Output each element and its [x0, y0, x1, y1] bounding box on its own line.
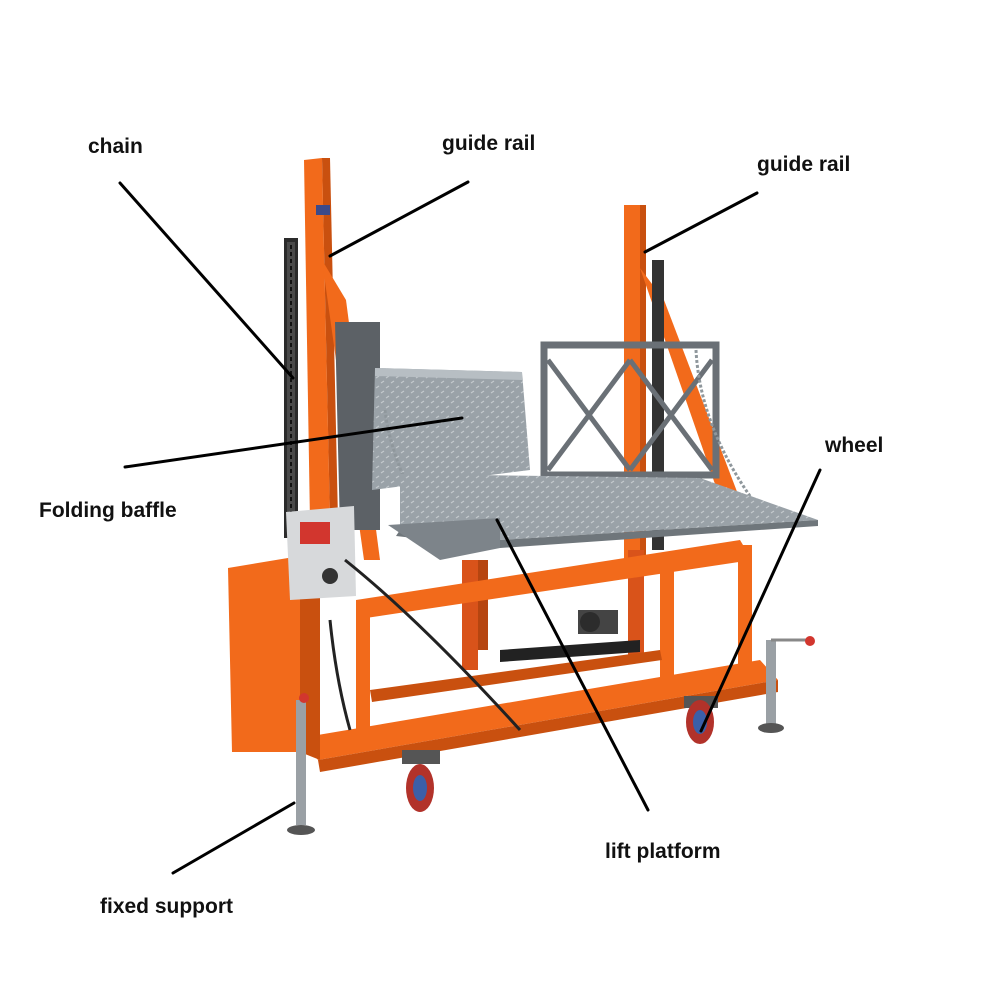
label-guide-rail-right: guide rail [757, 153, 851, 176]
label-chain: chain [88, 135, 143, 158]
hoses [328, 558, 522, 732]
label-wheel: wheel [825, 434, 884, 457]
right-fixed-support [758, 636, 815, 733]
lift-platform-leader [495, 518, 650, 812]
guide-rail-left-leader [328, 180, 470, 258]
label-folding-baffle: Folding baffle [39, 499, 177, 522]
guide-rail-right-leader [643, 191, 759, 254]
folding-baffle-leader [123, 416, 464, 469]
wheels [402, 610, 718, 812]
motor-box [228, 506, 356, 760]
label-fixed-support: fixed support [100, 895, 234, 918]
wheel-leader [699, 468, 822, 733]
lift-machine-illustration [228, 158, 818, 835]
chain-leader [118, 181, 295, 380]
leader-lines [118, 180, 822, 875]
label-guide-rail-left: guide rail [442, 132, 536, 155]
front-right-wheel [684, 696, 718, 744]
fixed-supports [287, 636, 815, 835]
label-lift-platform: lift platform [605, 840, 721, 863]
front-left-wheel [402, 750, 440, 812]
rear-wheel [578, 610, 618, 634]
fixed-support-leader [171, 801, 296, 875]
folding-baffle-plate [335, 322, 530, 530]
chain-column [284, 238, 298, 538]
right-railing [540, 341, 720, 479]
base-frame [300, 540, 778, 772]
left-fixed-support [287, 693, 315, 835]
lift-platform-deck [388, 474, 818, 560]
